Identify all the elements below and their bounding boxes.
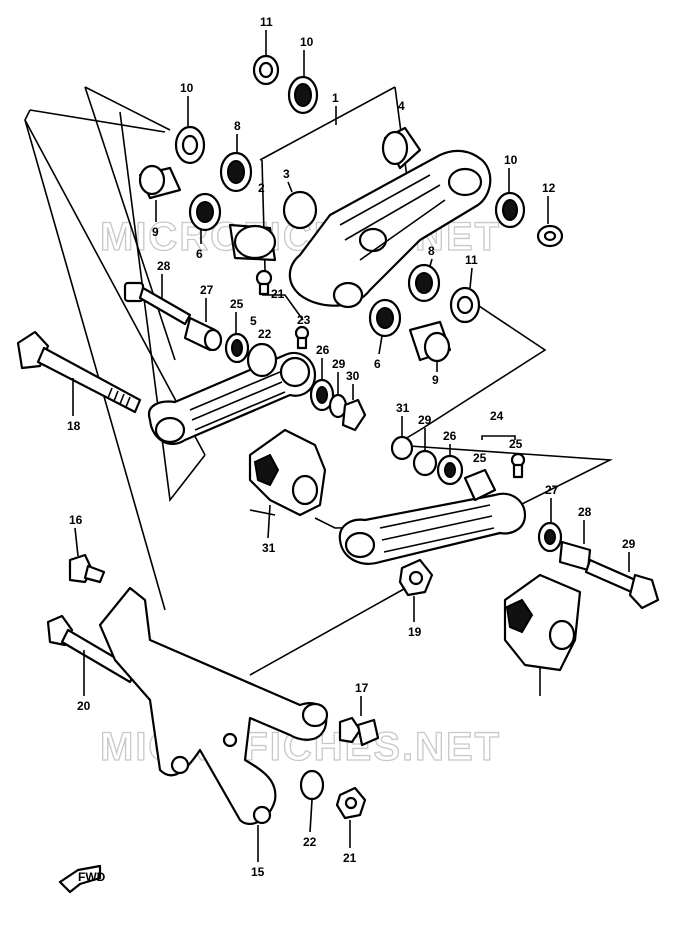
callout-22: 24 [490, 409, 504, 423]
callout-27: 29 [622, 537, 636, 551]
callout-23: 25 [473, 451, 487, 465]
callout-19: 21 [271, 287, 285, 301]
nut-15 [398, 558, 434, 597]
callout-28: 29 [332, 357, 346, 371]
callout-9: 9 [152, 225, 159, 239]
connecting-rod-lower [338, 492, 527, 565]
seal-7-right [407, 263, 441, 303]
seal-25-upper [309, 378, 335, 412]
bearing-23 [463, 468, 497, 502]
bolt-13-right [338, 716, 380, 747]
grease-nipple-24 [510, 452, 526, 479]
bearing-6-right [368, 298, 402, 338]
callout-26: 27 [200, 283, 214, 297]
sleeve-2 [228, 223, 277, 262]
callout-7: 8 [428, 244, 435, 258]
callout-25: 26 [316, 343, 330, 357]
front-arrow-label: FWD [78, 870, 106, 884]
grease-nipple-5 [255, 269, 273, 296]
seal-8-right [494, 191, 526, 229]
callout-24: 25 [509, 437, 523, 451]
bearing-6-left [188, 192, 222, 232]
seal-25-left [224, 332, 250, 364]
bushing-4 [381, 126, 422, 170]
callout-28: 29 [418, 413, 432, 427]
callout-3: 3 [283, 167, 290, 181]
callout-30: 31 [262, 541, 276, 555]
washer-28-lower [412, 449, 438, 477]
washer-18 [299, 769, 325, 801]
callout-6: 6 [374, 357, 381, 371]
washer-29-lower [390, 435, 414, 461]
callout-1: 1 [332, 91, 339, 105]
callout-16: 20 [77, 699, 91, 713]
callout-7: 8 [234, 119, 241, 133]
callout-25: 26 [443, 429, 457, 443]
callout-9: 9 [432, 373, 439, 387]
sleeve-26-right [558, 540, 592, 572]
callout-8: 10 [504, 153, 518, 167]
rocker-arm [288, 149, 492, 309]
washer-11-right [536, 224, 564, 248]
callout-25: 25 [230, 297, 244, 311]
bolt-14 [16, 330, 142, 414]
callout-8: 10 [300, 35, 314, 49]
seal-25-right [537, 521, 563, 553]
callout-13: 17 [355, 681, 369, 695]
callout-18: 22 [303, 835, 317, 849]
callout-29: 31 [396, 401, 410, 415]
callout-10: 11 [465, 253, 478, 267]
seal-7-left [219, 151, 253, 193]
callout-11: 12 [542, 181, 556, 195]
callout-12: 15 [251, 865, 265, 879]
callout-15: 19 [408, 625, 422, 639]
bracket-31 [503, 573, 582, 672]
callout-25: 27 [545, 483, 559, 497]
nut-29-upper [341, 398, 367, 432]
callout-17: 21 [343, 851, 357, 865]
bolt-13-left [68, 553, 106, 584]
bearing-20 [246, 342, 278, 378]
sleeve-26-left [183, 316, 223, 352]
seal-11-top [252, 54, 280, 86]
seal-8-top [287, 75, 319, 115]
callout-21: 23 [297, 313, 311, 327]
callout-10: 10 [180, 81, 194, 95]
callout-11: 11 [260, 15, 273, 29]
connecting-rod-upper [147, 351, 317, 446]
callout-29: 30 [346, 369, 360, 383]
nut-17 [335, 786, 367, 820]
spacer-9-left [138, 164, 182, 200]
callout-20: 22 [258, 327, 272, 341]
bushing-10-left [174, 125, 206, 165]
callout-4: 4 [398, 99, 405, 113]
bushing-10-right [449, 286, 481, 324]
bracket-30 [248, 428, 327, 517]
callout-5: 5 [250, 314, 257, 328]
grease-nipple-21 [294, 325, 310, 350]
bolt-27-right [584, 558, 660, 610]
front-arrow: FWD [58, 864, 106, 894]
spacer-3 [282, 190, 318, 230]
callout-14: 18 [67, 419, 81, 433]
callout-13: 16 [69, 513, 83, 527]
callout-27: 28 [157, 259, 171, 273]
callouts: 11 10 1 4 10 8 3 2 9 6 10 12 8 11 6 9 28… [67, 15, 636, 879]
lever-12 [98, 586, 329, 825]
spacer-9-right [408, 320, 452, 363]
callout-6: 6 [196, 247, 203, 261]
seal-25-lower [436, 454, 464, 486]
bolt-27-left [123, 281, 192, 326]
callout-26: 28 [578, 505, 592, 519]
callout-2: 2 [258, 181, 265, 195]
